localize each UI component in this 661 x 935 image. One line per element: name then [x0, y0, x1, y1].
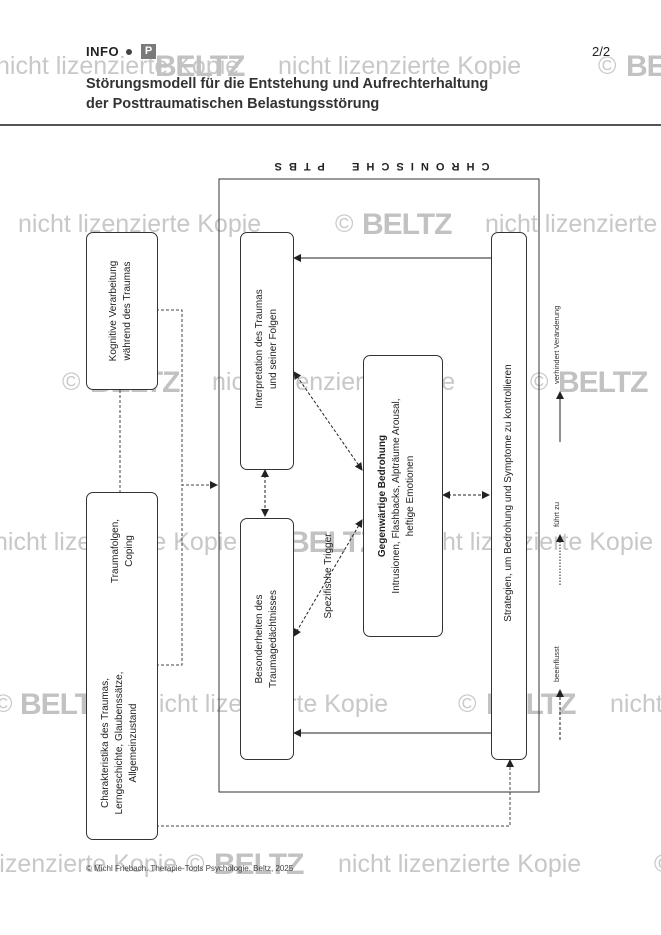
watermark-copyright: © [335, 210, 354, 238]
box-besonderheiten: Besonderheiten des Traumagedächtnisses [240, 518, 294, 760]
arrow-interpretation-bedrohung [293, 371, 363, 471]
watermark-copyright: © [186, 850, 205, 878]
box-traumafolgen-charakteristika: Traumafolgen, Coping Charakteristika des… [86, 492, 158, 840]
box-kognitive-verarbeitung: Kognitive Verarbeitung während des Traum… [86, 232, 158, 390]
watermark-text: nicht lizenzierte Kopie [610, 690, 661, 718]
section-badge: P [141, 44, 156, 59]
connector-bottom [156, 759, 514, 827]
watermark-brand: BELTZ [155, 50, 245, 83]
box-label: Traumafolgen, [110, 518, 121, 584]
watermark-text: nicht lizenzierte Kopie [0, 52, 240, 80]
box-label: Allgemeinzustand [128, 703, 139, 783]
box-label: Traumagedächtnisses [268, 590, 279, 689]
box-label: während des Traumas [122, 261, 133, 361]
page-title-line: der Posttraumatischen Belastungsstörung [86, 96, 380, 112]
legend-fuehrt-zu: führt zu [552, 501, 561, 527]
chronic-ptbs-frame [218, 178, 540, 793]
watermark-text: nicht lizenzierte Kopie [410, 528, 654, 556]
box-label: Besonderheiten des [254, 594, 265, 684]
legend-verhindert: verhindert Veränderung [552, 305, 561, 384]
box-label: Lerngeschichte, Glaubenssätze, [114, 671, 125, 815]
box-label: Strategien, um Bedrohung und Symptome zu… [503, 364, 514, 622]
connector-kognitive [156, 309, 218, 489]
box-gegenwaertige-bedrohung: Gegenwärtige Bedrohung Intrusionen, Flas… [363, 355, 443, 637]
box-interpretation: Interpretation des Traumas und seiner Fo… [240, 232, 294, 470]
connector-charakteristika [156, 485, 183, 666]
info-label: INFO [86, 44, 120, 59]
watermark-text: nicht lizenzierte Kopie [0, 850, 178, 878]
watermark-brand: BELTZ [362, 208, 452, 241]
watermark-text: nicht lizenzierte Kopie [338, 850, 582, 878]
box-title: Gegenwärtige Bedrohung [377, 434, 388, 558]
trigger-label: Spezifische Trigger [323, 533, 334, 619]
box-strategien: Strategien, um Bedrohung und Symptome zu… [491, 232, 527, 760]
page-title: Störungsmodell für die Entstehung und Au… [86, 74, 566, 114]
watermark-copyright: © [0, 690, 13, 718]
bullet-icon [126, 49, 132, 55]
box-label: Kognitive Verarbeitung [108, 260, 119, 362]
watermark-copyright: © [598, 52, 617, 80]
box-label: und seiner Folgen [268, 308, 279, 390]
page-number: 2/2 [592, 44, 611, 59]
legend-beeinflusst: beeinflusst [552, 646, 561, 682]
header-divider [0, 124, 661, 126]
box-label: Charakteristika des Traumas, [100, 677, 111, 809]
watermark-text: nicht lizenzierte Kopie [278, 52, 522, 80]
watermark-copyright: © [458, 690, 477, 718]
page-title-line: Störungsmodell für die Entstehung und Au… [86, 76, 489, 92]
box-label: Coping [124, 535, 135, 567]
watermark-brand: BELTZ [214, 848, 304, 881]
watermark-copyright: © [654, 850, 661, 879]
box-label: heftige Emotionen [405, 455, 416, 537]
watermark-brand: BELTZ [558, 366, 648, 399]
box-label: Intrusionen, Flashbacks, Alpträume Arous… [391, 398, 402, 594]
watermark-brand: BELTZ [626, 50, 661, 83]
copyright-footer: © Michl Friebach. Therapie-Tools Psychol… [86, 864, 294, 873]
chronic-ptbs-label: C H R O N I S C H E P T B S [272, 160, 490, 172]
box-label: Interpretation des Traumas [254, 289, 265, 409]
arrow-besonderheiten-bedrohung [293, 519, 363, 637]
watermark-copyright: © [62, 368, 81, 396]
